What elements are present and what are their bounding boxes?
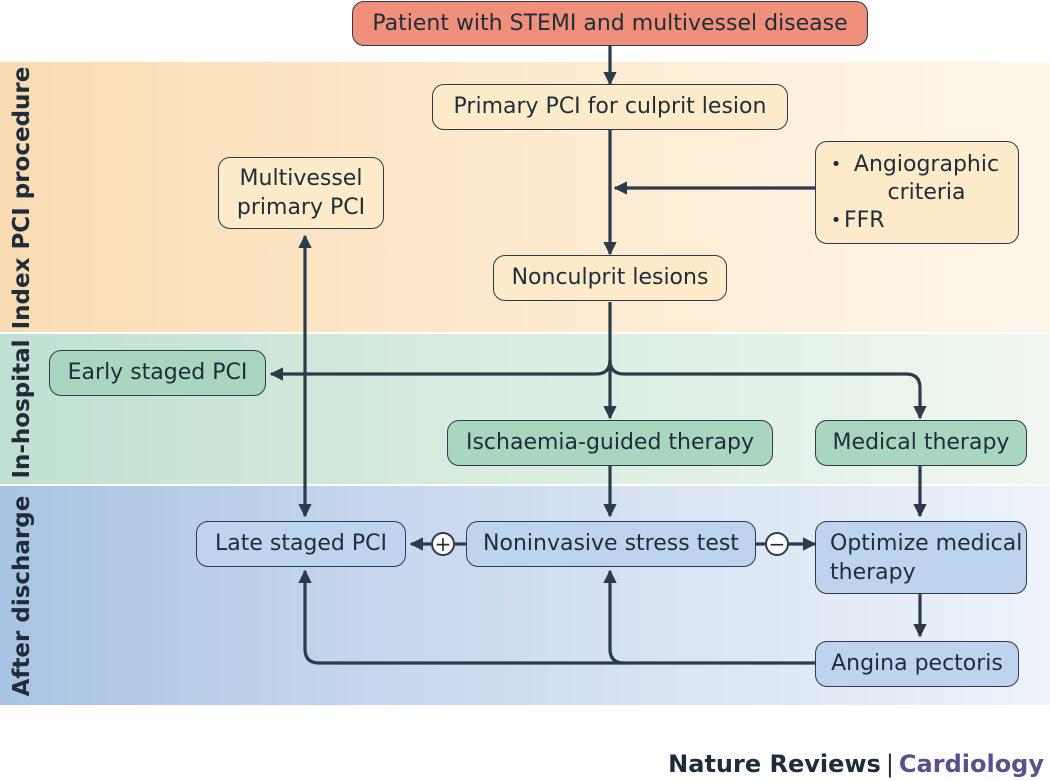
node-medical-therapy: Medical therapy xyxy=(815,420,1027,466)
footer-journal: Cardiology xyxy=(898,750,1044,778)
arrow-to-early-staged-pci xyxy=(269,359,612,381)
bullet-icon: • xyxy=(830,209,842,231)
node-late-staged-pci: Late staged PCI xyxy=(196,521,406,567)
node-primary-pci-culprit: Primary PCI for culprit lesion xyxy=(432,84,788,130)
criteria-item-ffr: • FFR xyxy=(828,207,885,235)
criteria-item-angiographic: • Angiographic criteria xyxy=(828,151,1009,207)
footer-separator: | xyxy=(885,750,894,778)
node-optimize-medical-therapy: Optimize medical therapy xyxy=(815,521,1027,594)
criteria-item-label: FFR xyxy=(844,207,885,233)
node-early-staged-pci: Early staged PCI xyxy=(49,350,266,396)
node-noninvasive-stress-test: Noninvasive stress test xyxy=(466,521,756,567)
negative-marker: − xyxy=(765,532,789,556)
negative-marker-label: − xyxy=(769,532,786,556)
positive-marker: + xyxy=(431,532,455,556)
footer-credit: Nature Reviews|Cardiology xyxy=(668,750,1044,778)
node-nonculprit-lesions: Nonculprit lesions xyxy=(493,255,727,301)
footer-publisher: Nature Reviews xyxy=(668,750,881,778)
positive-marker-label: + xyxy=(435,532,452,556)
node-angina-pectoris: Angina pectoris xyxy=(815,641,1019,687)
bullet-icon: • xyxy=(830,153,842,175)
arrow-angina-to-late-staged xyxy=(298,569,816,665)
node-multivessel-primary-pci: Multivessel primary PCI xyxy=(218,157,384,229)
node-criteria: • Angiographic criteria • FFR xyxy=(815,141,1019,244)
arrow-angina-to-stress-test xyxy=(603,569,625,665)
node-patient: Patient with STEMI and multivessel disea… xyxy=(352,1,868,46)
criteria-item-label: Angiographic criteria xyxy=(853,151,1000,205)
arrow-to-medical-therapy xyxy=(608,359,927,420)
node-ischaemia-guided-therapy: Ischaemia-guided therapy xyxy=(447,420,773,466)
